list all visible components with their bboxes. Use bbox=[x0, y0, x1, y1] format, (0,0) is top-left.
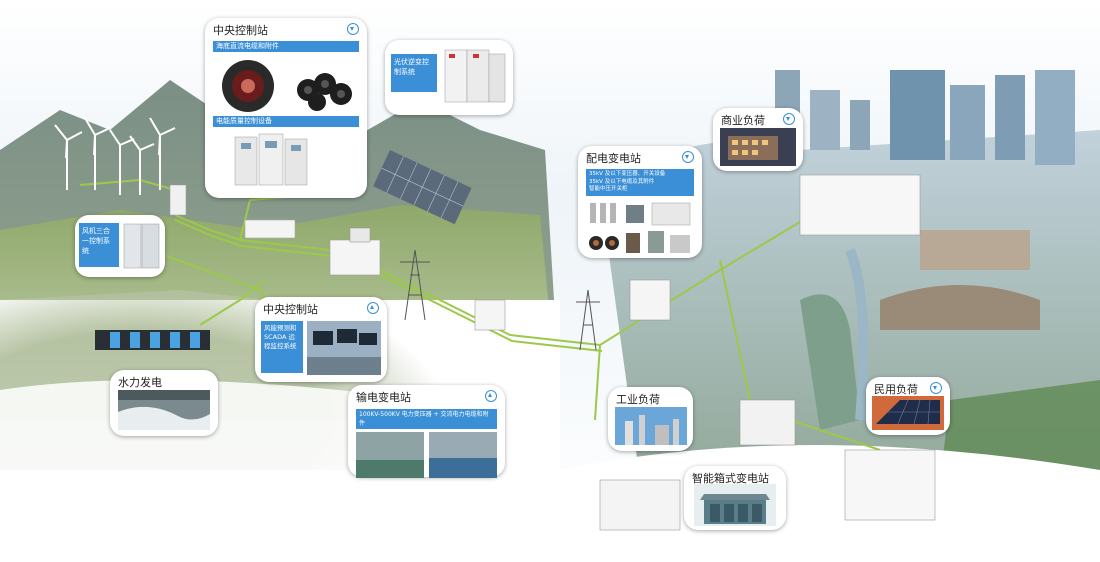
callout-title: 输电变电站 bbox=[356, 391, 411, 404]
wind-control-cabinet-photo bbox=[123, 223, 160, 269]
spec-line: 35kV 及以下电缆及其附件 bbox=[589, 178, 655, 185]
spec-line: 35kV 及以下变压器、开关设备 bbox=[589, 171, 666, 177]
commercial-building-photo bbox=[720, 128, 796, 166]
wind-control-callout[interactable]: 风机三合一控制系统 bbox=[75, 215, 165, 277]
distribution-equipment-photo bbox=[589, 202, 691, 253]
distribution-spec-box: 35kV 及以下变压器、开关设备 35kV 及以下电缆及其附件 智能中压开关柜 bbox=[586, 169, 694, 196]
chevron-up-circle-icon[interactable] bbox=[485, 390, 497, 402]
scada-label: 风能预测和 SCADA 远程监控系统 bbox=[261, 321, 303, 373]
callout-title: 中央控制站 bbox=[263, 303, 318, 316]
callout-title: 智能箱式变电站 bbox=[692, 472, 769, 485]
callout-title: 配电变电站 bbox=[586, 152, 641, 165]
callout-title: 水力发电 bbox=[118, 376, 162, 389]
cable-products-photo bbox=[222, 60, 352, 112]
central-control-station-mid-callout[interactable]: 中央控制站 风能预测和 SCADA 远程监控系统 bbox=[255, 297, 387, 382]
smart-box-substation-callout[interactable]: 智能箱式变电站 bbox=[684, 466, 786, 530]
chevron-down-circle-icon[interactable] bbox=[930, 382, 942, 394]
callout-title: 商业负荷 bbox=[721, 114, 765, 127]
control-room-photo bbox=[307, 321, 381, 375]
chevron-down-circle-icon[interactable] bbox=[783, 113, 795, 125]
distribution-substation-callout[interactable]: 配电变电站 35kV 及以下变压器、开关设备 35kV 及以下电缆及其附件 智能… bbox=[578, 146, 702, 258]
industrial-load-callout[interactable]: 工业负荷 bbox=[608, 387, 693, 451]
central-control-station-top-callout[interactable]: 中央控制站 海底直流电缆和附件 电能质量控制设备 bbox=[205, 18, 367, 198]
transmission-substation-callout[interactable]: 输电变电站 100KV-500KV 电力变压器 + 交流电力电缆和附件 bbox=[348, 385, 505, 478]
residential-load-callout[interactable]: 民用负荷 bbox=[866, 377, 950, 435]
commercial-load-callout[interactable]: 商业负荷 bbox=[713, 108, 803, 171]
box-substation-photo bbox=[694, 484, 776, 526]
chevron-up-circle-icon[interactable] bbox=[367, 302, 379, 314]
callout-bar: 电能质量控制设备 bbox=[213, 116, 359, 127]
factory-photos bbox=[356, 432, 497, 478]
chevron-down-circle-icon[interactable] bbox=[347, 23, 359, 35]
callout-bar: 海底直流电缆和附件 bbox=[213, 41, 359, 52]
chevron-down-circle-icon[interactable] bbox=[682, 151, 694, 163]
pv-inverter-label: 光伏逆变控制系统 bbox=[391, 54, 437, 92]
hydro-power-callout[interactable]: 水力发电 bbox=[110, 370, 218, 436]
hydro-dam-photo bbox=[118, 390, 210, 430]
spec-line: 智能中压开关柜 bbox=[589, 186, 628, 192]
callout-title: 工业负荷 bbox=[616, 393, 660, 406]
pv-inverter-callout[interactable]: 光伏逆变控制系统 bbox=[385, 40, 513, 115]
power-quality-device-photo bbox=[234, 133, 308, 186]
industrial-plant-photo bbox=[615, 407, 687, 445]
callout-title: 民用负荷 bbox=[874, 383, 918, 396]
residential-solar-roof-photo bbox=[872, 396, 944, 430]
pv-inverter-cabinet-photo bbox=[444, 49, 506, 103]
wind-control-label: 风机三合一控制系统 bbox=[79, 223, 119, 267]
callout-bar: 100KV-500KV 电力变压器 + 交流电力电缆和附件 bbox=[356, 409, 497, 429]
callout-title: 中央控制站 bbox=[213, 24, 268, 37]
